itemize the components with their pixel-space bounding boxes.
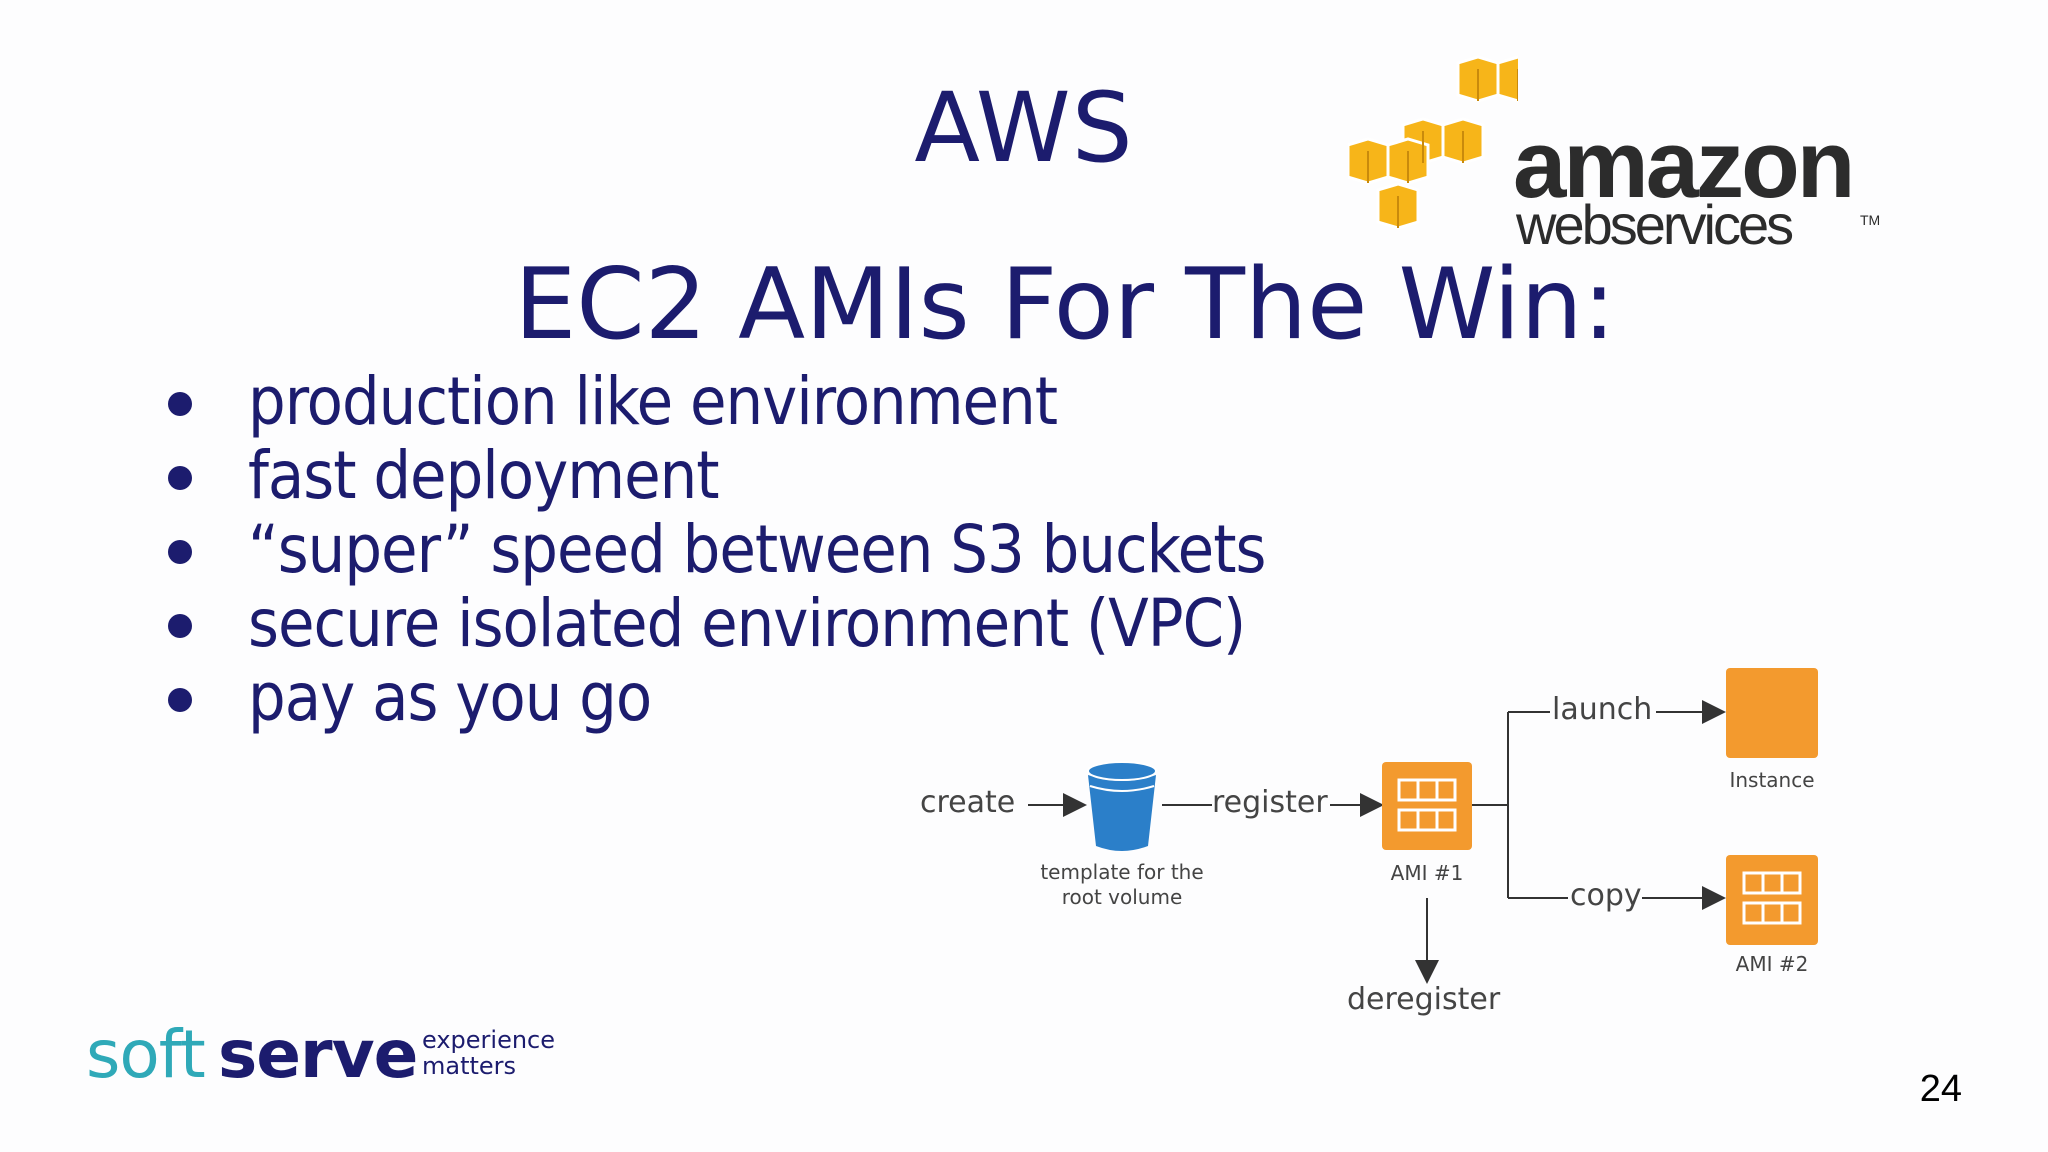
label-copy: copy [1570, 878, 1642, 913]
aws-logo-trademark: TM [1860, 212, 1881, 228]
ami-2-icon [1726, 855, 1818, 945]
slide-subtitle: EC2 AMIs For The Win: [514, 248, 1616, 362]
bullet-item: pay as you go [160, 661, 1265, 735]
bullet-text: production like environment [248, 363, 1058, 440]
slide-title: AWS [914, 72, 1134, 184]
s3-bucket-icon [1087, 761, 1157, 851]
softserve-tagline: experience matters [422, 1027, 555, 1079]
bullet-item: production like environment [160, 365, 1265, 439]
bullet-item: fast deployment [160, 439, 1265, 513]
softserve-logo-serve: serve [218, 1016, 418, 1093]
softserve-logo-soft: soft [86, 1016, 206, 1093]
label-instance: Instance [1729, 768, 1815, 792]
aws-cubes-icon [1348, 55, 1518, 230]
bullet-dot [168, 614, 192, 638]
label-launch: launch [1552, 692, 1653, 727]
bullet-list: production like environment fast deploym… [160, 365, 1266, 735]
bullet-text: secure isolated environment (VPC) [248, 585, 1246, 662]
diagram-arrows [1028, 668, 1818, 984]
softserve-tagline-line2: matters [422, 1052, 517, 1080]
label-register: register [1212, 785, 1328, 820]
bullet-text: “super” speed between S3 buckets [248, 511, 1266, 588]
ami-1-icon [1382, 762, 1472, 850]
bullet-text: pay as you go [248, 659, 652, 736]
aws-logo: amazon webservices TM [1348, 55, 1888, 255]
bullet-dot [168, 466, 192, 490]
page-number: 24 [1919, 1068, 1962, 1110]
label-ami2: AMI #2 [1735, 952, 1809, 976]
ami-lifecycle-diagram: create register launch copy deregister t… [900, 650, 1850, 1030]
bullet-dot [168, 392, 192, 416]
label-create: create [920, 785, 1016, 820]
instance-icon [1726, 668, 1818, 758]
label-template-line2: root volume [1061, 885, 1183, 909]
aws-logo-webservices-text: webservices [1516, 193, 1794, 256]
softserve-logo: soft serve experience matters [86, 1015, 586, 1095]
bullet-dot [168, 540, 192, 564]
aws-logo-amazon-text: amazon [1513, 111, 1855, 218]
label-template-line1: template for the [1040, 860, 1204, 884]
bullet-item: “super” speed between S3 buckets [160, 511, 1266, 588]
bullet-text: fast deployment [248, 437, 720, 514]
label-deregister: deregister [1347, 982, 1501, 1017]
label-template: template for the root volume [1038, 860, 1206, 910]
softserve-tagline-line1: experience [422, 1026, 556, 1054]
bullet-item: secure isolated environment (VPC) [160, 587, 1265, 661]
label-ami1: AMI #1 [1390, 861, 1464, 885]
bullet-dot [168, 688, 192, 712]
